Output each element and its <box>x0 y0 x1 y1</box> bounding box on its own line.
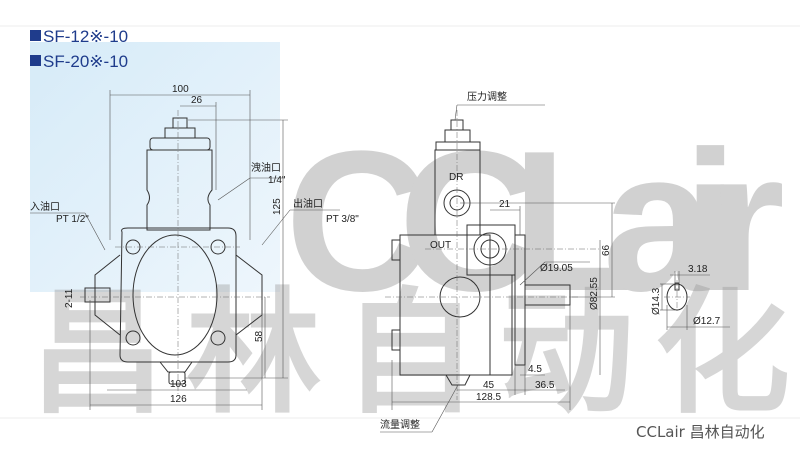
front-view <box>30 90 340 410</box>
dim-pilot-dia: Ø82.55 <box>589 277 600 310</box>
dim-26: 26 <box>191 95 203 106</box>
watermark-logo-square <box>30 42 280 292</box>
dim-key-width: 3.18 <box>688 264 708 275</box>
dim-key: 2-11 <box>64 288 75 308</box>
title-bullet-icon <box>30 30 41 41</box>
dim-125: 125 <box>272 198 283 215</box>
outlet-port-size: PT 3/8" <box>326 214 359 225</box>
watermark-latin: CCLair <box>285 110 785 333</box>
dim-126: 126 <box>170 394 187 405</box>
out-port-label: OUT <box>430 240 451 251</box>
side-view <box>380 104 615 433</box>
flow-adjust-label: 流量调整 <box>380 418 420 431</box>
dim-21: 21 <box>499 199 511 210</box>
drain-port-size: 1/4" <box>268 175 286 186</box>
dim-103: 103 <box>170 379 187 390</box>
dim-100: 100 <box>172 84 189 95</box>
dim-shaft-section-dia: Ø12.7 <box>693 316 721 327</box>
pressure-adjust-label: 压力调整 <box>467 90 507 103</box>
dim-45: 45 <box>483 380 495 391</box>
dim-shaft-dia: Ø19.05 <box>540 263 573 274</box>
model-title-1: SF-12※-10 <box>43 27 128 46</box>
model-title-2: SF-20※-10 <box>43 52 128 71</box>
dim-36-5: 36.5 <box>535 380 555 391</box>
inlet-port-label: 入油口 <box>30 200 60 213</box>
dr-port-label: DR <box>449 172 463 183</box>
footer-brand: CCLair 昌林自动化 <box>636 423 765 441</box>
dim-4-5: 4.5 <box>528 364 542 375</box>
dim-66: 66 <box>601 244 612 256</box>
outlet-port-label: 出油口 <box>293 197 323 210</box>
inlet-port-size: PT 1/2" <box>56 214 89 225</box>
shaft-section <box>660 271 730 330</box>
watermark-chinese: 昌林自动化 <box>30 275 790 432</box>
drain-port-label: 洩油口 <box>251 161 281 174</box>
dim-58: 58 <box>254 330 265 342</box>
dim-key-height: Ø14.3 <box>651 287 662 315</box>
dim-128-5: 128.5 <box>476 392 501 403</box>
title-bullet-icon <box>30 55 41 66</box>
